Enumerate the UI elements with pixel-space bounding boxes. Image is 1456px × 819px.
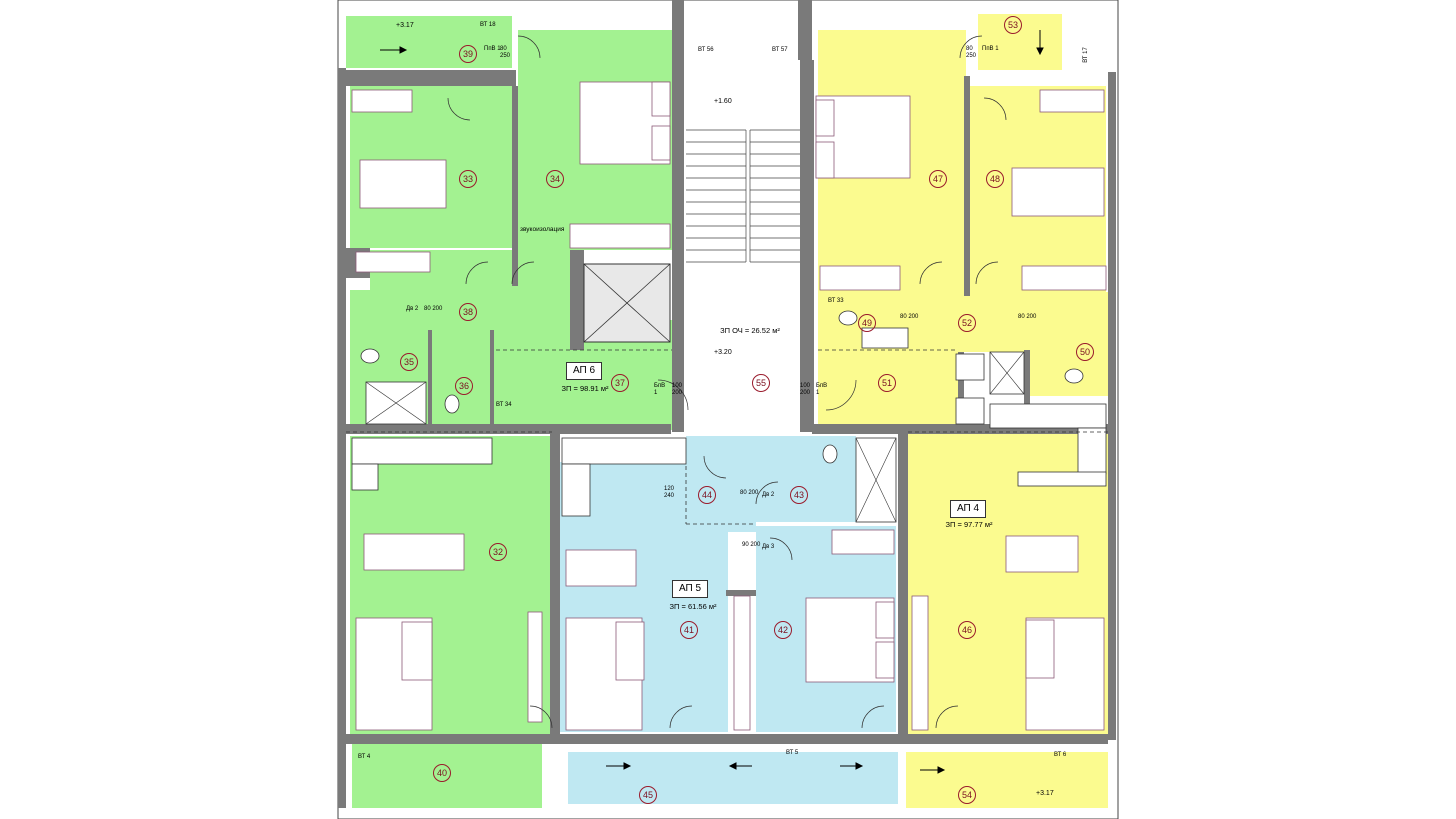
door-size-label: 80 250 <box>500 46 511 59</box>
room-number-50: 50 <box>1076 343 1094 361</box>
dining-table-32 <box>363 533 465 571</box>
room-number-38: 38 <box>459 303 477 321</box>
vent-label: ВТ 57 <box>772 47 788 53</box>
apartment-label-ap6: АП 6 <box>566 362 602 380</box>
door-type-label: ПпВ 1 <box>484 46 501 52</box>
room-number-35: 35 <box>400 353 418 371</box>
doors <box>447 35 1007 729</box>
kitchen-32 <box>351 437 493 465</box>
room-number-32: 32 <box>489 543 507 561</box>
level-mark-2: +1.60 <box>714 98 732 105</box>
vent-label: ВТ 4 <box>358 754 371 760</box>
bed-48 <box>1011 167 1105 217</box>
room-number-53: 53 <box>1004 16 1022 34</box>
vent-label: ВТ 6 <box>1054 752 1067 758</box>
room-number-36: 36 <box>455 377 473 395</box>
room-number-54: 54 <box>958 786 976 804</box>
door-size-label: 80 200 <box>1018 314 1037 320</box>
room-number-33: 33 <box>459 170 477 188</box>
room-number-49: 49 <box>858 314 876 332</box>
room-number-46: 46 <box>958 621 976 639</box>
door-size-label: 120 240 <box>664 486 675 499</box>
dining-table-41 <box>565 549 637 587</box>
door-type-label: БпВ 1 <box>816 383 828 396</box>
door-type-label: ПпВ 1 <box>982 46 999 52</box>
walls <box>338 0 1116 808</box>
door-type-label: Дв 2 <box>762 492 775 498</box>
room-number-40: 40 <box>433 764 451 782</box>
room-number-39: 39 <box>459 45 477 63</box>
room-number-55: 55 <box>752 374 770 392</box>
door-size-label: 80 250 <box>966 46 977 59</box>
door-type-label: Дв 2 <box>406 306 419 312</box>
furniture <box>351 81 1107 731</box>
room-54-area <box>906 752 1108 808</box>
room-number-52: 52 <box>958 314 976 332</box>
room-number-44: 44 <box>698 486 716 504</box>
apartment-label-ap5: АП 5 <box>672 580 708 598</box>
vent-label: ВТ 5 <box>786 750 799 756</box>
door-size-label: 80 200 <box>424 306 443 312</box>
room-number-37: 37 <box>611 374 629 392</box>
door-size-label: 80 200 <box>900 314 919 320</box>
door-size-label: 100 200 <box>672 383 683 396</box>
dining-table-46 <box>1005 535 1079 573</box>
room-43-area <box>756 436 856 522</box>
room-45-area <box>568 752 898 804</box>
door-type-label: Дв 3 <box>762 544 775 550</box>
room-number-47: 47 <box>929 170 947 188</box>
vent-label: ВТ 17 <box>1082 47 1089 63</box>
room-number-45: 45 <box>639 786 657 804</box>
insulation-label: звукоизолация <box>520 226 565 233</box>
door-size-label: 90 200 <box>742 542 761 548</box>
room-number-48: 48 <box>986 170 1004 188</box>
wardrobe-42 <box>831 529 895 555</box>
vent-label: ВТ 34 <box>496 402 512 408</box>
kitchen-41 <box>561 437 687 465</box>
door-size-label: 80 200 <box>740 490 759 496</box>
level-mark-1: +3.17 <box>396 22 414 29</box>
vent-label: ВТ 18 <box>480 22 496 28</box>
wardrobe-48 <box>1021 265 1107 291</box>
level-mark-3: +3.20 <box>714 349 732 356</box>
apartment-area-ap5: ЗП = 61.56 м² <box>669 602 717 611</box>
vent-label: ВТ 33 <box>828 298 844 304</box>
common-area-label: ЗП ОЧ = 26.52 м² <box>720 326 780 335</box>
wardrobe-47 <box>819 265 901 291</box>
room-39-area <box>346 16 512 68</box>
door-size-label: 100 200 <box>800 383 811 396</box>
room-number-43: 43 <box>790 486 808 504</box>
room-number-41: 41 <box>680 621 698 639</box>
kitchen-46 <box>989 403 1107 429</box>
room-44-area <box>686 436 756 532</box>
level-mark-4: +3.17 <box>1036 790 1054 797</box>
wardrobe-34 <box>569 223 671 249</box>
room-number-34: 34 <box>546 170 564 188</box>
room-number-42: 42 <box>774 621 792 639</box>
room-number-51: 51 <box>878 374 896 392</box>
bed-33 <box>359 159 447 209</box>
balcony-arrows <box>380 30 1044 774</box>
apartment-area-ap4: ЗП = 97.77 м² <box>945 520 993 529</box>
openings <box>346 349 1108 525</box>
vent-label: ВТ 56 <box>698 47 714 53</box>
apartment-label-ap4: АП 4 <box>950 500 986 518</box>
elevator-shaft <box>583 263 671 343</box>
wardrobe-38 <box>355 251 431 273</box>
stairwell <box>684 60 800 432</box>
door-type-label: БпВ 1 <box>654 383 666 396</box>
apartment-area-ap6: ЗП = 98.91 м² <box>561 384 609 393</box>
